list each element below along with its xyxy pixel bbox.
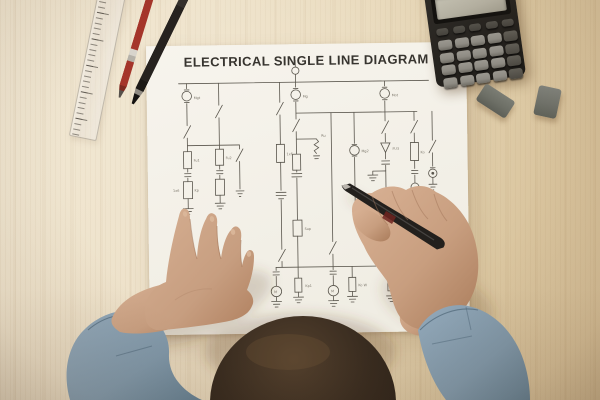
right-finger-creases: [371, 189, 448, 226]
component-label: Mgt: [194, 96, 201, 100]
right-thumb: [352, 209, 391, 242]
pen-tip: [341, 184, 351, 190]
component-label: M: [274, 290, 277, 294]
diagram-sheet: ELECTRICAL SINGLE LINE DIAGRAM: [145, 41, 471, 336]
component-label: Ko W: [358, 283, 367, 287]
component-label: Kp: [194, 189, 198, 193]
component-label: Kp1: [305, 284, 312, 288]
component-label: Ko: [420, 150, 424, 154]
component-label: 1xF: [286, 152, 292, 156]
component-label: Sup: [305, 227, 312, 231]
tie-line-1: [295, 111, 418, 114]
component-label: Fu2: [226, 156, 232, 160]
left-sleeve: [66, 310, 203, 400]
right-sleeve: [418, 305, 530, 400]
component-label: 1x6: [173, 189, 179, 193]
head-hair: [210, 316, 396, 400]
component-label: M: [331, 289, 334, 293]
feeder-source-symbols: [181, 80, 390, 103]
main-bus: [178, 79, 429, 85]
tie-line-2: [275, 265, 392, 268]
component-label: Fu1: [194, 159, 200, 163]
component-label: Mg2: [361, 149, 368, 153]
fingernails: [182, 211, 252, 257]
finger-creases: [174, 218, 243, 301]
component-label: FU3: [392, 147, 399, 151]
component-label: Mot: [392, 93, 399, 97]
pen-grip-band: [382, 211, 396, 224]
left-hand: [144, 208, 254, 330]
tie-line-left: [186, 144, 240, 147]
component-label: Ru: [321, 134, 325, 138]
component-label: Mg: [303, 94, 308, 98]
